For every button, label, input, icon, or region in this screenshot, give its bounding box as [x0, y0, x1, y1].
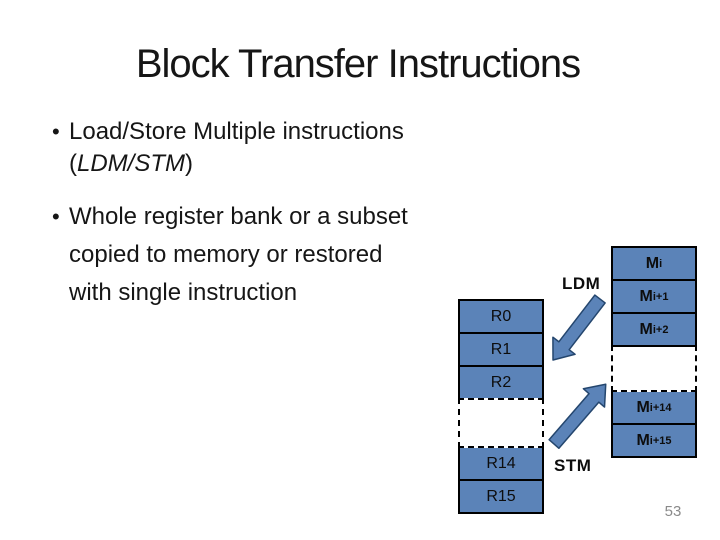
bullet1-line2: (LDM/STM) — [69, 148, 472, 180]
ldm-arrow-icon — [552, 294, 606, 361]
memory-ellipsis-gap — [611, 345, 697, 392]
stm-arrow-icon — [548, 383, 607, 450]
register-label: R0 — [490, 307, 512, 325]
register-label: R1 — [490, 340, 512, 358]
memory-label: M — [645, 254, 660, 272]
register-cell-r0: R0 — [458, 299, 544, 334]
bullet-item-load-store: Load/Store Multiple instructions (LDM/ST… — [52, 116, 472, 180]
memory-label: M — [636, 398, 650, 416]
bullet2-line2: copied to memory or restored — [69, 241, 383, 268]
register-cell-r1: R1 — [458, 332, 544, 367]
register-ellipsis-gap — [458, 398, 544, 448]
register-label: R15 — [486, 487, 516, 505]
bullet-list: Load/Store Multiple instructions (LDM/ST… — [52, 116, 472, 312]
register-cell-r2: R2 — [458, 365, 544, 400]
bullet-item-whole-register-bank: Whole register bank or a subset copied t… — [52, 198, 472, 312]
register-label: R14 — [486, 454, 516, 472]
paren-open: ( — [69, 150, 77, 177]
slide-title: Block Transfer Instructions — [135, 42, 581, 86]
memory-label: M — [639, 287, 653, 305]
bullet2-line3: with single instruction — [69, 279, 298, 306]
transfer-arrows — [548, 294, 607, 450]
ldm-stm-italic-text: LDM/STM — [77, 150, 185, 177]
register-cell-r14: R14 — [458, 446, 544, 481]
paren-close: ) — [185, 150, 193, 177]
memory-label: M — [636, 431, 650, 449]
bullet1-line1: Load/Store Multiple instructions — [69, 118, 404, 145]
ldm-label: LDM — [562, 274, 601, 293]
stm-label: STM — [554, 456, 592, 475]
memory-label: M — [639, 320, 653, 338]
register-bank-column: R0 R1 R2 R14 R15 — [458, 299, 544, 514]
page-number: 53 — [664, 503, 682, 520]
register-cell-r15: R15 — [458, 479, 544, 514]
bullet2-line1: Whole register bank or a subset — [69, 203, 408, 230]
register-label: R2 — [490, 373, 512, 391]
